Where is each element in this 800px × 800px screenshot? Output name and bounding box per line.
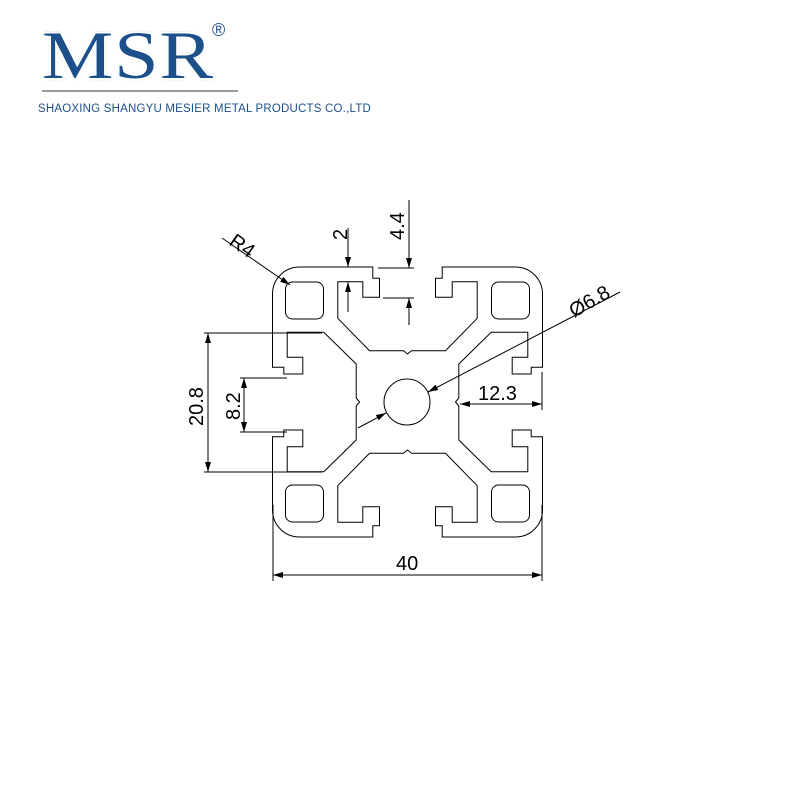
- corner-hole: [491, 281, 530, 320]
- bore-diameter-label: Ø6.8: [566, 282, 615, 323]
- company-logo: MSR ®: [40, 18, 240, 98]
- center-bore: [383, 378, 431, 426]
- registered-mark: ®: [212, 20, 226, 40]
- corner-hole: [491, 484, 530, 523]
- company-name: SHAOXING SHANGYU MESIER METAL PRODUCTS C…: [38, 103, 371, 115]
- overall-width-label: 40: [396, 553, 418, 575]
- corner-hole: [285, 281, 324, 320]
- lip-thickness-label: 2: [330, 229, 352, 240]
- corner-holes: [285, 281, 530, 523]
- profile-outline: [272, 266, 543, 538]
- core-offset-label: 12.3: [478, 383, 517, 405]
- radius-leader: [221, 237, 291, 286]
- radius-label: R4: [225, 230, 259, 263]
- slot-depth-label: 4.4: [387, 212, 409, 240]
- corner-hole: [285, 484, 324, 523]
- slot-width-label: 20.8: [186, 387, 208, 426]
- logo-underline: [42, 90, 238, 92]
- bore-leader: [427, 291, 621, 393]
- bore-leader-inner: [357, 412, 387, 429]
- logo-brand: MSR: [42, 18, 214, 94]
- slot-opening-label: 8.2: [223, 392, 245, 420]
